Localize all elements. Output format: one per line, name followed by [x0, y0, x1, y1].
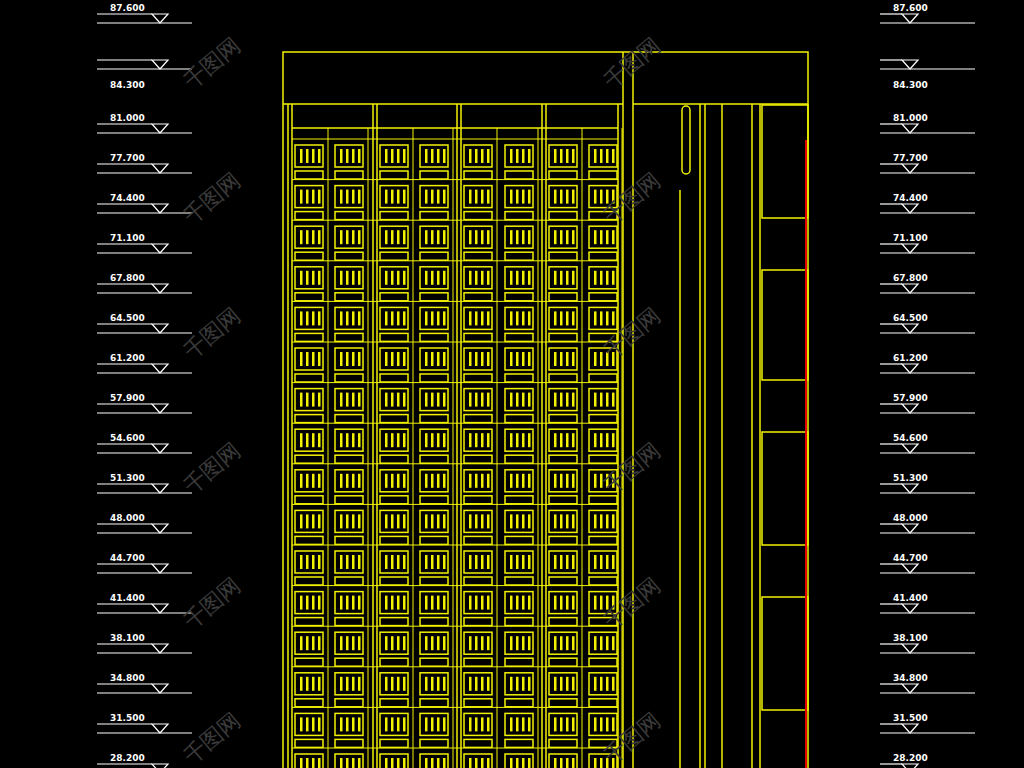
- elevation-mark: 54.600: [893, 434, 928, 443]
- red-edge: [805, 140, 807, 768]
- elevation-mark: 64.500: [110, 314, 145, 323]
- elevation-mark: 67.800: [893, 274, 928, 283]
- building: [283, 52, 808, 768]
- elevation-mark: 87.600: [893, 4, 928, 13]
- elevation-mark: 81.000: [110, 114, 145, 123]
- elevation-mark: 67.800: [110, 274, 145, 283]
- watermark: 千图网: [180, 169, 245, 228]
- elevation-mark: 38.100: [110, 634, 145, 643]
- elevation-mark: 54.600: [110, 434, 145, 443]
- elevation-mark: 87.600: [110, 4, 145, 13]
- elevation-mark: 31.500: [893, 714, 928, 723]
- elevation-mark: 31.500: [110, 714, 145, 723]
- watermark: 千图网: [180, 709, 245, 768]
- elevation-mark: 38.100: [893, 634, 928, 643]
- elevation-mark: 77.700: [893, 154, 928, 163]
- elevation-mark: 34.800: [110, 674, 145, 683]
- elevation-mark: 77.700: [110, 154, 145, 163]
- elevation-mark: 51.300: [110, 474, 145, 483]
- elevation-mark: 48.000: [110, 514, 145, 523]
- elevation-mark: 71.100: [110, 234, 145, 243]
- elevation-mark: 64.500: [893, 314, 928, 323]
- watermark: 千图网: [180, 439, 245, 498]
- elevation-mark: 48.000: [893, 514, 928, 523]
- watermark: 千图网: [180, 574, 245, 633]
- elevation-mark: 28.200: [110, 754, 145, 763]
- elevation-mark: 44.700: [893, 554, 928, 563]
- elevation-mark: 28.200: [893, 754, 928, 763]
- elevation-mark: 74.400: [893, 194, 928, 203]
- elevation-mark: 74.400: [110, 194, 145, 203]
- elevation-mark: 57.900: [893, 394, 928, 403]
- elevation-mark: 34.800: [893, 674, 928, 683]
- watermark: 千图网: [180, 34, 245, 93]
- elevation-mark: 84.300: [893, 81, 928, 90]
- elevation-mark: 84.300: [110, 81, 145, 90]
- elevation-mark: 41.400: [893, 594, 928, 603]
- elevation-mark: 44.700: [110, 554, 145, 563]
- level-symbols: [97, 14, 975, 768]
- elevation-mark: 81.000: [893, 114, 928, 123]
- elevation-mark: 61.200: [110, 354, 145, 363]
- elevation-mark: 61.200: [893, 354, 928, 363]
- elevation-mark: 71.100: [893, 234, 928, 243]
- elevation-mark: 41.400: [110, 594, 145, 603]
- elevation-mark: 57.900: [110, 394, 145, 403]
- elevation-mark: 51.300: [893, 474, 928, 483]
